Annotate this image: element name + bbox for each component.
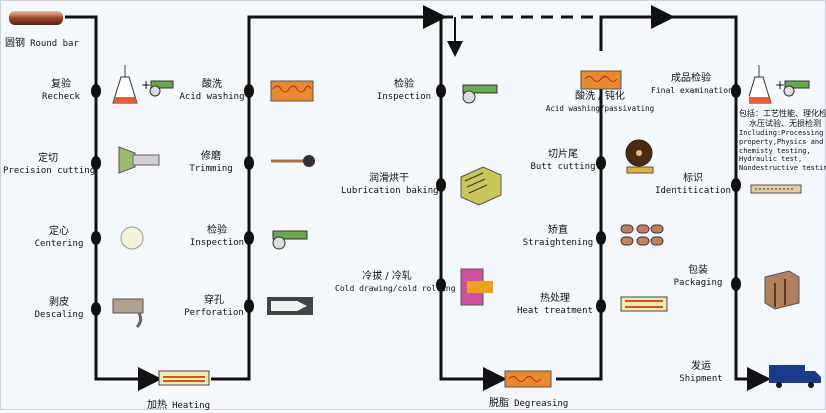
passivating-tank-icon xyxy=(580,70,622,90)
inspection-gauge-icon xyxy=(272,230,308,250)
lubrication-basket-icon xyxy=(460,166,502,206)
acid-tank-icon xyxy=(270,80,314,102)
label-degreasing: 脱脂 Degreasing xyxy=(489,398,569,409)
final-examination-note: 包括：工艺性能、理化检测 水压试验、无损检测 Including:Process… xyxy=(739,109,826,172)
flask-gauge-icon: + xyxy=(112,65,174,104)
inspection-gauge-icon-2 xyxy=(462,84,498,104)
descaling-icon xyxy=(112,298,144,329)
flow-line-col5 xyxy=(661,15,771,391)
final-flask-gauge-icon: + xyxy=(749,65,810,104)
perforation-icon xyxy=(267,297,313,315)
butt-cutting-saw-icon xyxy=(625,139,654,174)
cutting-icon xyxy=(118,146,160,174)
heating-furnace-icon xyxy=(158,370,210,386)
cold-drawing-icon xyxy=(460,268,493,306)
truck-icon xyxy=(769,365,821,388)
flow-line-col1 xyxy=(65,15,162,391)
heat-treatment-furnace-icon xyxy=(620,296,668,312)
flow-line-col3 xyxy=(439,17,507,391)
svg-text:+: + xyxy=(141,78,151,92)
label-round-bar: 圆钢 Round bar xyxy=(5,38,79,49)
flow-line-col4 xyxy=(556,75,603,381)
round-bar-icon xyxy=(9,11,63,25)
centering-icon xyxy=(120,226,144,250)
identification-tag-icon xyxy=(750,184,802,194)
packaging-bundle-icon xyxy=(764,270,800,310)
trimming-icon xyxy=(271,155,315,167)
straightening-icon xyxy=(620,224,664,246)
flow-line-col2 xyxy=(211,15,351,381)
label-heating: 加热 Heating xyxy=(147,400,211,411)
svg-text:+: + xyxy=(775,78,785,92)
flow-line-col4-top xyxy=(599,5,675,51)
degreasing-tank-icon xyxy=(504,370,552,388)
